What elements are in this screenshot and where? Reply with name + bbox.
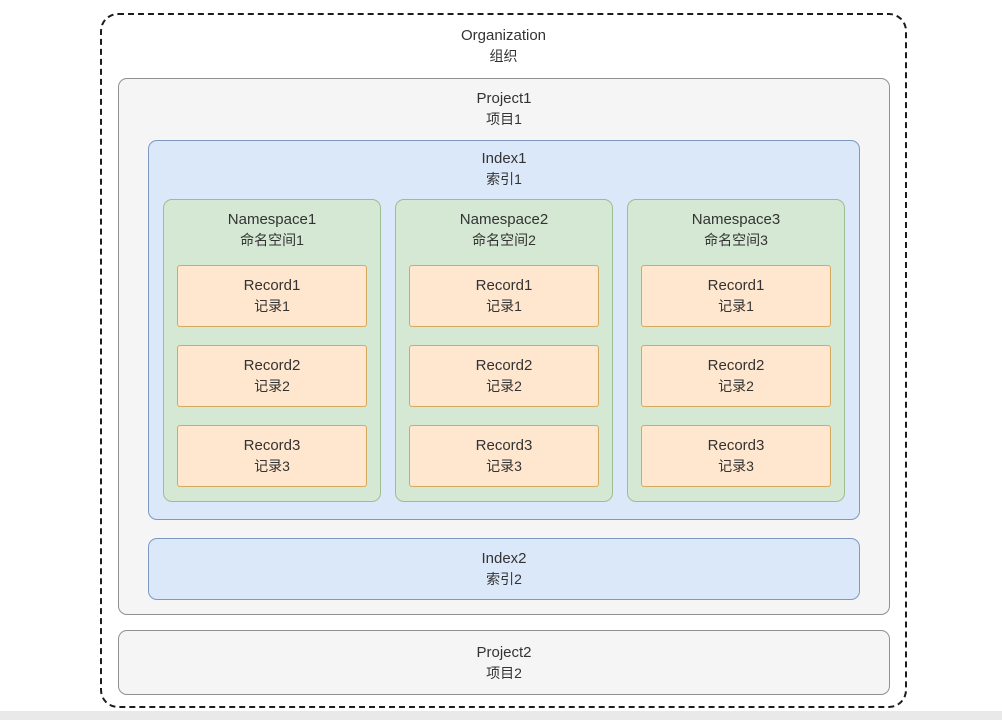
namespace2-container: Namespace2 命名空间2 Record1 记录1 Record2 记录2… (395, 199, 613, 502)
organization-container: Organization 组织 Project1 项目1 Index1 索引1 … (100, 13, 907, 708)
record-label-en: Record2 (243, 357, 301, 374)
namespace3-label-zh: 命名空间3 (704, 232, 768, 248)
record-label-zh: 记录2 (718, 378, 754, 394)
namespace3-label-en: Namespace3 (691, 211, 781, 228)
record-label-en: Record1 (475, 277, 533, 294)
record-label-zh: 记录2 (254, 378, 290, 394)
namespace1-label-zh: 命名空间1 (240, 232, 304, 248)
project1-label-en: Project1 (476, 90, 532, 107)
record-label-zh: 记录3 (254, 458, 290, 474)
namespace2-label-en: Namespace2 (459, 211, 549, 228)
namespace2-record3: Record3 记录3 (409, 425, 599, 487)
record-label-zh: 记录1 (718, 298, 754, 314)
record-label-en: Record3 (475, 437, 533, 454)
namespace1-record3: Record3 记录3 (177, 425, 367, 487)
project2-label-zh: 项目2 (486, 664, 522, 681)
record-label-en: Record2 (475, 357, 533, 374)
record-label-en: Record3 (707, 437, 765, 454)
namespace3-record1: Record1 记录1 (641, 265, 831, 327)
project2-container: Project2 项目2 (118, 630, 890, 695)
record-label-zh: 记录1 (486, 298, 522, 314)
organization-label-en: Organization (460, 27, 547, 44)
index1-label-zh: 索引1 (486, 171, 522, 187)
project1-container: Project1 项目1 Index1 索引1 Namespace1 命名空间1… (118, 78, 890, 615)
index1-label-en: Index1 (481, 150, 527, 167)
index2-label-zh: 索引2 (486, 571, 522, 587)
record-label-zh: 记录3 (718, 458, 754, 474)
namespace3-record2: Record2 记录2 (641, 345, 831, 407)
namespace2-record1: Record1 记录1 (409, 265, 599, 327)
namespace-row: Namespace1 命名空间1 Record1 记录1 Record2 记录2… (163, 199, 845, 502)
namespace3-record3: Record3 记录3 (641, 425, 831, 487)
record-label-en: Record3 (243, 437, 301, 454)
namespace1-container: Namespace1 命名空间1 Record1 记录1 Record2 记录2… (163, 199, 381, 502)
namespace3-container: Namespace3 命名空间3 Record1 记录1 Record2 记录2… (627, 199, 845, 502)
screenshot-bottom-edge (0, 711, 1002, 720)
namespace1-label-en: Namespace1 (227, 211, 317, 228)
namespace2-record2: Record2 记录2 (409, 345, 599, 407)
index2-label-en: Index2 (481, 550, 527, 567)
record-label-zh: 记录1 (254, 298, 290, 314)
record-label-zh: 记录2 (486, 378, 522, 394)
project1-label-zh: 项目1 (486, 111, 522, 127)
index2-container: Index2 索引2 (148, 538, 860, 600)
record-label-zh: 记录3 (486, 458, 522, 474)
namespace2-label-zh: 命名空间2 (472, 232, 536, 248)
organization-label-zh: 组织 (489, 48, 518, 64)
project2-label-en: Project2 (476, 643, 532, 661)
record-label-en: Record2 (707, 357, 765, 374)
namespace1-record2: Record2 记录2 (177, 345, 367, 407)
namespace1-record1: Record1 记录1 (177, 265, 367, 327)
index1-container: Index1 索引1 Namespace1 命名空间1 Record1 记录1 … (148, 140, 860, 520)
record-label-en: Record1 (707, 277, 765, 294)
record-label-en: Record1 (243, 277, 301, 294)
